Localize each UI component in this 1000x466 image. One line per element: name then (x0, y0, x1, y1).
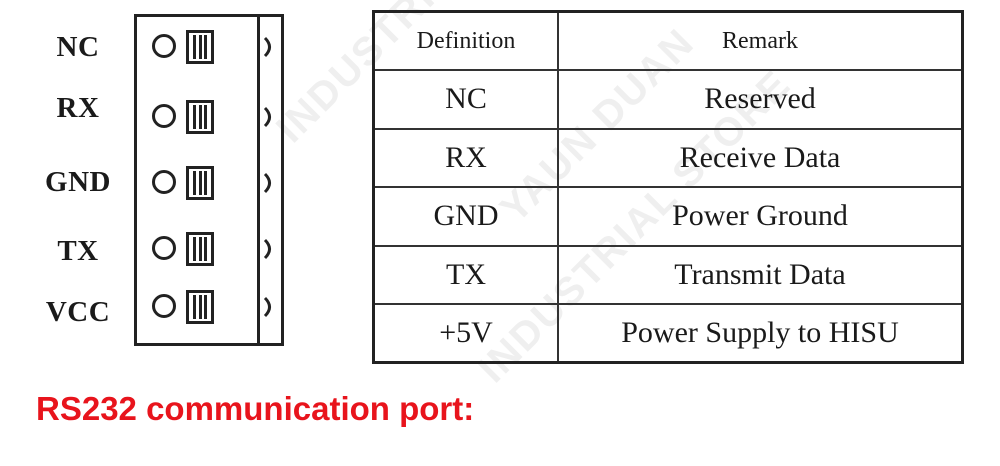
terminal-pin-nc (134, 30, 284, 70)
cell-definition: RX (372, 127, 559, 188)
cell-definition: NC (372, 69, 559, 130)
pin-hole-icon (152, 104, 176, 128)
pin-definition-table: Definition Remark NC Reserved RX Receive… (372, 10, 964, 364)
pin-hole-icon (152, 34, 176, 58)
pin-clip-icon (263, 106, 271, 128)
pin-label-nc: NC (56, 31, 100, 63)
pin-screw-icon (186, 166, 214, 200)
header-definition: Definition (372, 10, 559, 71)
table-row: NC Reserved (372, 69, 964, 130)
pin-clip-icon (263, 238, 271, 260)
pin-label-vcc: VCC (45, 296, 111, 328)
pin-clip-icon (263, 296, 271, 318)
pin-label-gnd: GND (45, 166, 111, 198)
table-row: GND Power Ground (372, 186, 964, 247)
terminal-pin-gnd (134, 166, 284, 206)
cell-remark: Receive Data (557, 127, 964, 188)
pin-screw-icon (186, 100, 214, 134)
pin-label-rx: RX (56, 92, 100, 124)
header-remark: Remark (557, 10, 964, 71)
pin-clip-icon (263, 36, 271, 58)
pin-label-tx: TX (57, 235, 99, 267)
pin-screw-icon (186, 30, 214, 64)
table-row: +5V Power Supply to HISU (372, 303, 964, 364)
pin-hole-icon (152, 294, 176, 318)
cell-remark: Reserved (557, 69, 964, 130)
terminal-block-body (134, 14, 284, 346)
port-caption: RS232 communication port: (36, 390, 475, 427)
cell-remark: Transmit Data (557, 244, 964, 305)
pin-hole-icon (152, 170, 176, 194)
table-row: TX Transmit Data (372, 244, 964, 305)
cell-remark: Power Ground (557, 186, 964, 247)
cell-definition: +5V (372, 303, 559, 364)
table-header-row: Definition Remark (372, 10, 964, 71)
terminal-pin-vcc (134, 290, 284, 330)
pin-hole-icon (152, 236, 176, 260)
terminal-pin-tx (134, 232, 284, 272)
table-row: RX Receive Data (372, 127, 964, 188)
pin-screw-icon (186, 232, 214, 266)
cell-definition: GND (372, 186, 559, 247)
terminal-block-divider (257, 14, 260, 346)
pin-clip-icon (263, 172, 271, 194)
terminal-pin-rx (134, 100, 284, 140)
cell-definition: TX (372, 244, 559, 305)
pin-screw-icon (186, 290, 214, 324)
cell-remark: Power Supply to HISU (557, 303, 964, 364)
